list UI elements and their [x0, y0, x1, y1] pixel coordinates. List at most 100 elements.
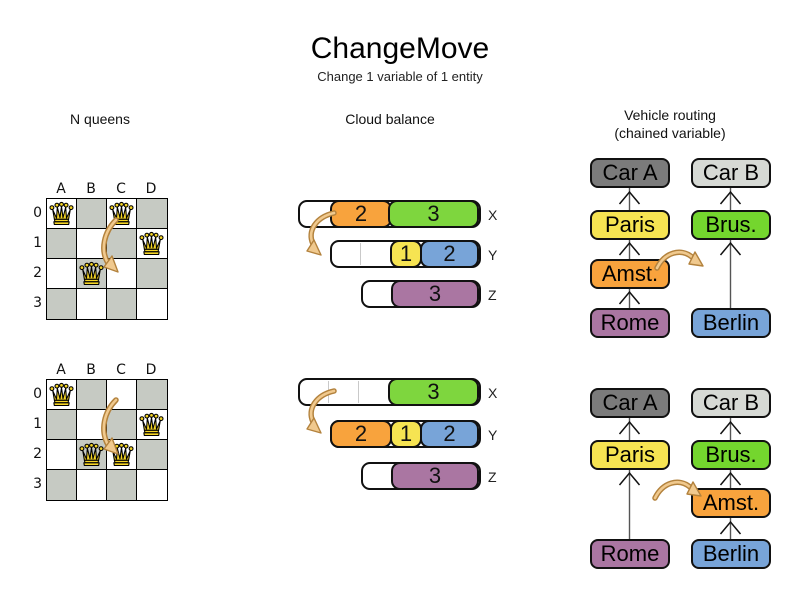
cloud-bar-z-after: 3	[361, 462, 481, 490]
chain-arrowhead-chevron	[618, 190, 742, 535]
process-size: 1	[399, 241, 413, 266]
board-cell	[137, 259, 167, 289]
cloud-bar-z-before: 3	[361, 280, 481, 308]
process-size: 3	[428, 281, 442, 306]
chain-link-line	[628, 188, 732, 539]
process-size: 3	[427, 201, 440, 226]
page-subtitle: Change 1 variable of 1 entity	[317, 69, 483, 84]
nqueens-header: N queens	[70, 111, 130, 127]
unit-divider	[358, 381, 359, 403]
board-cell	[47, 440, 77, 470]
vehicle-node-amsterdam: Amst.	[590, 259, 670, 289]
board-cell	[137, 289, 167, 319]
row-label-2: 2	[33, 265, 42, 281]
computer-label-x: X	[488, 385, 498, 401]
computer-label-y: Y	[488, 427, 498, 443]
process-size: 3	[428, 463, 442, 488]
col-label-b: B	[86, 362, 96, 378]
vehicle-node-car-b: Car B	[691, 388, 771, 418]
board-cell	[107, 380, 137, 410]
board-cell	[47, 470, 77, 500]
cloud-process: 2	[420, 420, 479, 448]
board-cell	[47, 229, 77, 259]
cloud-process: 3	[388, 200, 479, 228]
process-size: 2	[443, 421, 456, 446]
board-cell	[77, 199, 107, 229]
board-cell	[107, 259, 137, 289]
col-label-b: B	[86, 181, 96, 197]
col-label-a: A	[56, 362, 66, 378]
vehicle-node-paris: Paris	[590, 210, 670, 240]
col-label-c: C	[116, 362, 126, 378]
vehicle-node-amsterdam: Amst.	[691, 488, 771, 518]
cloud-bar-y-before: 1 2	[330, 240, 481, 268]
board-cell	[47, 410, 77, 440]
board-cell	[107, 289, 137, 319]
board-cell	[77, 229, 107, 259]
unit-divider	[360, 243, 361, 265]
board-cell	[77, 380, 107, 410]
cloud-bar-x-before: 2 3	[298, 200, 481, 228]
board-cell	[77, 289, 107, 319]
col-label-d: D	[145, 181, 157, 197]
vehicle-node-rome: Rome	[590, 539, 670, 569]
row-label-3: 3	[33, 295, 42, 311]
computer-label-x: X	[488, 207, 498, 223]
board-cell	[47, 289, 77, 319]
vehicle-header-line1: Vehicle routing	[624, 107, 716, 123]
board-cell	[107, 410, 137, 440]
cloud-process: 2	[330, 200, 392, 228]
row-label-1: 1	[33, 235, 42, 251]
board-cell	[107, 470, 137, 500]
row-label-3: 3	[33, 476, 42, 492]
cloud-process: 3	[391, 462, 479, 490]
row-label-1: 1	[33, 416, 42, 432]
board-cell	[77, 470, 107, 500]
col-label-d: D	[145, 362, 157, 378]
cloud-process: 3	[391, 280, 479, 308]
computer-label-y: Y	[488, 247, 498, 263]
cloud-bar-x-after: 3	[298, 378, 481, 406]
cloud-process: 3	[388, 378, 479, 406]
process-size: 1	[399, 421, 413, 446]
row-label-0: 0	[33, 386, 42, 402]
vehicle-node-berlin: Berlin	[691, 308, 771, 338]
vehicle-node-rome: Rome	[590, 308, 670, 338]
board-cell	[137, 380, 167, 410]
vehicle-node-berlin: Berlin	[691, 539, 771, 569]
row-label-0: 0	[33, 205, 42, 221]
cloud-bar-y-after: 2 1 2	[330, 420, 481, 448]
queen-icon	[138, 231, 165, 256]
process-size: 3	[427, 379, 440, 404]
vehicle-node-paris: Paris	[590, 440, 670, 470]
cloud-process: 2	[420, 240, 479, 268]
queen-icon	[48, 382, 75, 407]
board-cell	[137, 199, 167, 229]
process-size: 2	[354, 421, 368, 446]
unit-divider	[328, 381, 329, 403]
row-label-2: 2	[33, 446, 42, 462]
col-label-a: A	[56, 181, 66, 197]
col-label-c: C	[116, 181, 126, 197]
queen-icon	[108, 442, 135, 467]
queen-icon	[48, 201, 75, 226]
vehicle-node-brussels: Brus.	[691, 440, 771, 470]
cloud-process: 1	[390, 240, 422, 268]
queen-icon	[78, 442, 105, 467]
vehicle-node-car-a: Car A	[590, 158, 670, 188]
queen-icon	[78, 261, 105, 286]
vehicle-node-car-b: Car B	[691, 158, 771, 188]
cloud-process: 1	[390, 420, 422, 448]
queen-icon	[108, 201, 135, 226]
vehicle-node-car-a: Car A	[590, 388, 670, 418]
board-cell	[107, 229, 137, 259]
process-size: 2	[443, 241, 456, 266]
board-cell	[77, 410, 107, 440]
cloud-process: 2	[330, 420, 392, 448]
page-title: ChangeMove	[310, 32, 490, 65]
queen-icon	[138, 412, 165, 437]
vehicle-header-line2: (chained variable)	[614, 125, 726, 141]
computer-label-z: Z	[488, 469, 497, 485]
board-cell	[137, 470, 167, 500]
